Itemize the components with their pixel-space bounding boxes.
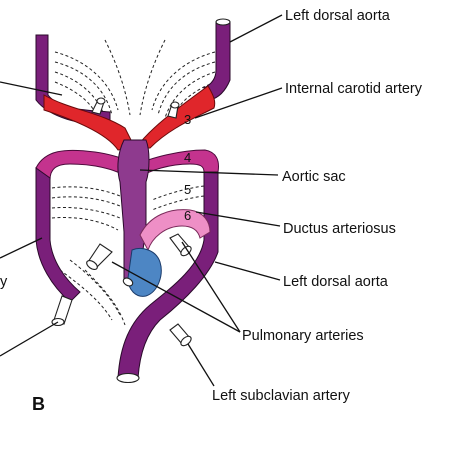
right-dorsal-aorta-opening <box>215 18 231 26</box>
arch-number-4: 4 <box>184 150 191 165</box>
ductus-arteriosus <box>139 209 211 252</box>
arch-number-5: 5 <box>184 182 191 197</box>
arch-number-3: 3 <box>184 112 191 127</box>
label-aortic-sac: Aortic sac <box>282 169 346 185</box>
label-left-subclavian-artery: Left subclavian artery <box>212 388 351 404</box>
label-internal-carotid-artery: Internal carotid artery <box>285 81 423 97</box>
label-cut-off-left: y <box>0 274 8 290</box>
carotid-branch-stubs <box>91 97 180 119</box>
dorsal-aorta-opening <box>116 372 140 384</box>
label-ductus-arteriosus: Ductus arteriosus <box>283 221 396 237</box>
label-left-dorsal-aorta-mid: Left dorsal aorta <box>283 274 389 290</box>
right-subclavian-stub <box>53 295 73 325</box>
arch-number-6: 6 <box>184 208 191 223</box>
pulmonary-trunk <box>127 248 162 297</box>
panel-label: B <box>32 394 45 414</box>
left-subclavian-opening <box>180 335 192 347</box>
label-left-dorsal-aorta-top: Left dorsal aorta <box>285 8 391 24</box>
label-pulmonary-arteries: Pulmonary arteries <box>242 328 364 344</box>
left-side-dorsal-aorta-lower <box>35 167 81 303</box>
leader-lines <box>0 14 283 387</box>
internal-carotid-left <box>43 94 136 151</box>
pulmonary-artery-stubs <box>86 233 192 287</box>
regressed-vessel-outlines <box>51 39 216 326</box>
